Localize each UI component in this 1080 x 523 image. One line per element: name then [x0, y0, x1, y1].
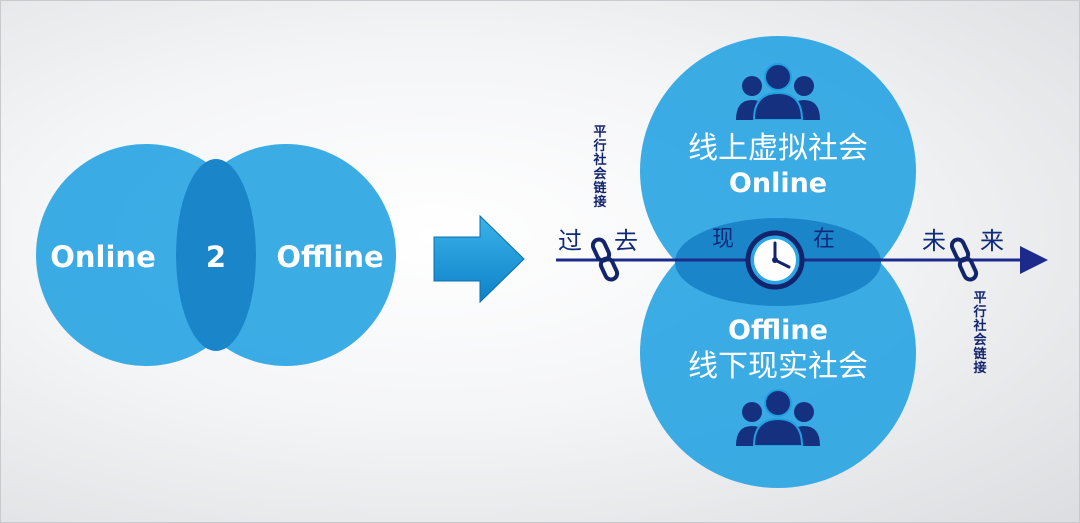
timeline-present-char-2: 在: [813, 227, 836, 252]
offline-society-title-en: Offline: [728, 315, 828, 346]
venn-label-online: Online: [50, 240, 156, 274]
offline-society-title-zh: 线下现实社会: [688, 349, 868, 384]
clock-icon: [745, 230, 805, 290]
chain-link-icon: [950, 237, 979, 282]
timeline-past-char-1: 过: [558, 227, 582, 255]
people-group-icon: [736, 63, 820, 120]
timeline-future-char-2: 来: [980, 227, 1004, 255]
timeline-present-char-1: 现: [712, 227, 735, 252]
chain-link-icon: [591, 237, 620, 282]
venn-label-offline: Offline: [276, 240, 384, 274]
parallel-link-label-right: 平行社会链接: [973, 291, 987, 376]
online-society-title-en: Online: [728, 168, 828, 199]
timeline-past-char-2: 去: [614, 227, 638, 255]
venn-label-center: 2: [205, 240, 227, 274]
timeline-future-char-1: 未: [922, 227, 946, 255]
venn-overlap: [176, 159, 256, 351]
people-group-icon: [736, 389, 820, 446]
online-society-title-zh: 线上虚拟社会: [688, 131, 868, 166]
parallel-link-label-left: 平行社会链接: [593, 125, 607, 210]
